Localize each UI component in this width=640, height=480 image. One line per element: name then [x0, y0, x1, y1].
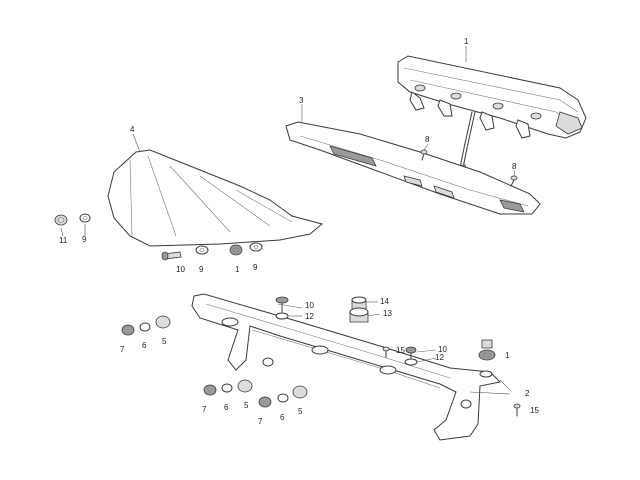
callout-2: 2 — [525, 389, 530, 398]
callout-5: 5 — [244, 401, 249, 410]
callout-12: 12 — [435, 353, 444, 362]
callout-3: 3 — [299, 96, 304, 105]
callout-11: 11 — [59, 236, 68, 245]
mounting-frame — [191, 293, 502, 441]
callout-7: 7 — [258, 417, 263, 426]
callout-7: 7 — [202, 405, 207, 414]
callout-6: 6 — [280, 413, 285, 422]
washer-9-b — [195, 245, 209, 255]
callout-8: 8 — [425, 135, 430, 144]
callout-1: 1 — [464, 37, 469, 46]
washer-12-a — [275, 312, 289, 320]
callout-13: 13 — [383, 309, 392, 318]
washer-12-b — [404, 358, 418, 366]
screw-15-a — [382, 346, 390, 358]
leader-lines — [60, 46, 516, 395]
bolt-10-a — [161, 251, 182, 261]
stack-b — [203, 379, 253, 396]
callout-4: 4 — [130, 125, 135, 134]
lower-housing — [285, 121, 541, 215]
callout-7: 7 — [120, 345, 125, 354]
callout-9: 9 — [82, 235, 87, 244]
lamp-assembly — [397, 55, 587, 176]
washer-9-a — [79, 213, 91, 223]
callout-labels: 1 3 4 8 8 11 9 10 9 1 9 10 12 14 13 15 1… — [59, 37, 539, 426]
stack-a — [121, 315, 171, 336]
screw-8-b — [510, 175, 518, 187]
callout-14: 14 — [380, 297, 389, 306]
grommet-1-b — [478, 339, 496, 361]
spacer-14 — [351, 296, 367, 311]
callout-1: 1 — [235, 265, 240, 274]
callout-12: 12 — [305, 312, 314, 321]
callout-15: 15 — [396, 346, 405, 355]
callout-5: 5 — [162, 337, 167, 346]
nut-11 — [54, 214, 68, 226]
screw-15-b — [513, 403, 521, 417]
callout-9: 9 — [253, 263, 258, 272]
callout-15: 15 — [530, 406, 539, 415]
washer-9-c — [249, 242, 263, 252]
grommet-13 — [349, 307, 369, 323]
stack-c — [258, 385, 308, 408]
windscreen — [107, 149, 324, 247]
callout-10: 10 — [438, 345, 447, 354]
callout-10: 10 — [305, 301, 314, 310]
callout-10: 10 — [176, 265, 185, 274]
callout-6: 6 — [142, 341, 147, 350]
callout-6: 6 — [224, 403, 229, 412]
callout-1: 1 — [505, 351, 510, 360]
callout-8: 8 — [512, 162, 517, 171]
callout-5: 5 — [298, 407, 303, 416]
grommet-1-a — [229, 244, 243, 256]
callout-9: 9 — [199, 265, 204, 274]
